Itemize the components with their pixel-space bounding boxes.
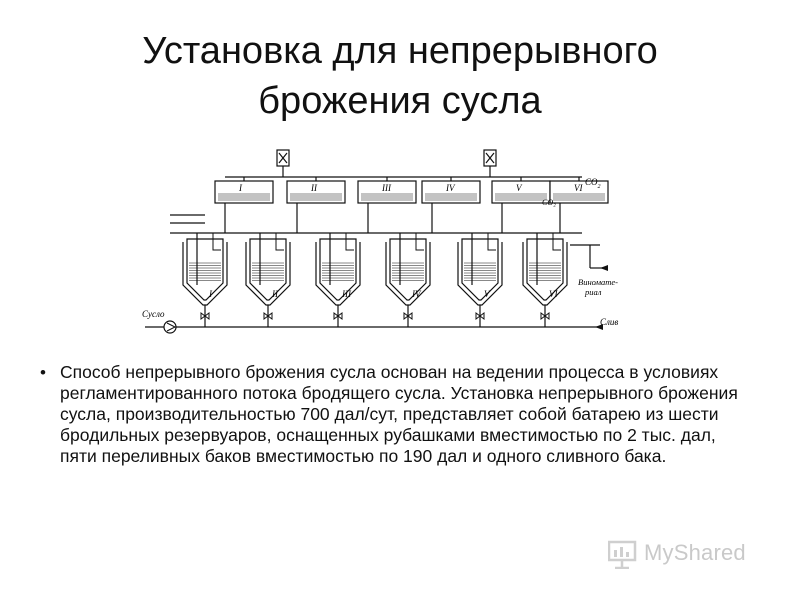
overflow-tank-3: III <box>357 177 417 233</box>
side-arrow-icon <box>600 265 608 271</box>
outlet-label: Слив <box>600 317 618 327</box>
fermenter-2: II <box>245 233 291 327</box>
side-label-1: Виноматe- <box>578 277 618 287</box>
fermenter-label: VI <box>549 289 558 299</box>
myshared-watermark: MyShared <box>608 537 768 571</box>
overflow-tank-label: VI <box>574 183 583 193</box>
fermenter-6: VI <box>522 233 568 327</box>
co2-top-label: CO2 <box>585 177 601 190</box>
fermenter-label: IV <box>411 289 422 299</box>
overflow-tank-label: II <box>310 183 318 193</box>
fermenter-3: III <box>315 233 361 327</box>
bullet-icon: • <box>40 363 46 382</box>
fermenter-1: I <box>182 233 228 327</box>
overflow-tank-label: IV <box>445 183 456 193</box>
watermark-logo-icon <box>608 540 637 569</box>
outlet-arrow-icon <box>595 324 603 330</box>
fermenter-label: III <box>341 289 352 299</box>
fermenter-label: V <box>484 289 491 299</box>
overflow-tank-label: I <box>238 183 243 193</box>
overflow-tank-4: IV <box>421 177 481 233</box>
overflow-tank-label: III <box>381 183 392 193</box>
overflow-tank-6: VI <box>549 177 609 233</box>
overflow-tank-2: II <box>286 177 346 233</box>
side-label-2: риал <box>584 287 602 297</box>
inlet-label: Сусло <box>142 309 165 319</box>
co2-mid-label: CO₂ <box>542 198 556 207</box>
title-line-2: брожения сусла <box>258 80 542 122</box>
overflow-tank-1: I <box>214 177 274 233</box>
watermark-text: MyShared <box>644 540 746 565</box>
fermenter-label: II <box>271 289 279 299</box>
fermenter-4: IV <box>385 233 431 327</box>
fermenter-5: V <box>457 233 503 327</box>
fermenter-label: I <box>208 289 213 299</box>
body-paragraph: Способ непрерывного брожения сусла основ… <box>60 362 738 466</box>
slide-title: Установка для непрерывного брожения сусл… <box>0 26 800 126</box>
overflow-tank-label: V <box>516 183 523 193</box>
body-text-block: • Способ непрерывного брожения сусла осн… <box>40 362 740 467</box>
title-line-1: Установка для непрерывного <box>142 30 658 72</box>
